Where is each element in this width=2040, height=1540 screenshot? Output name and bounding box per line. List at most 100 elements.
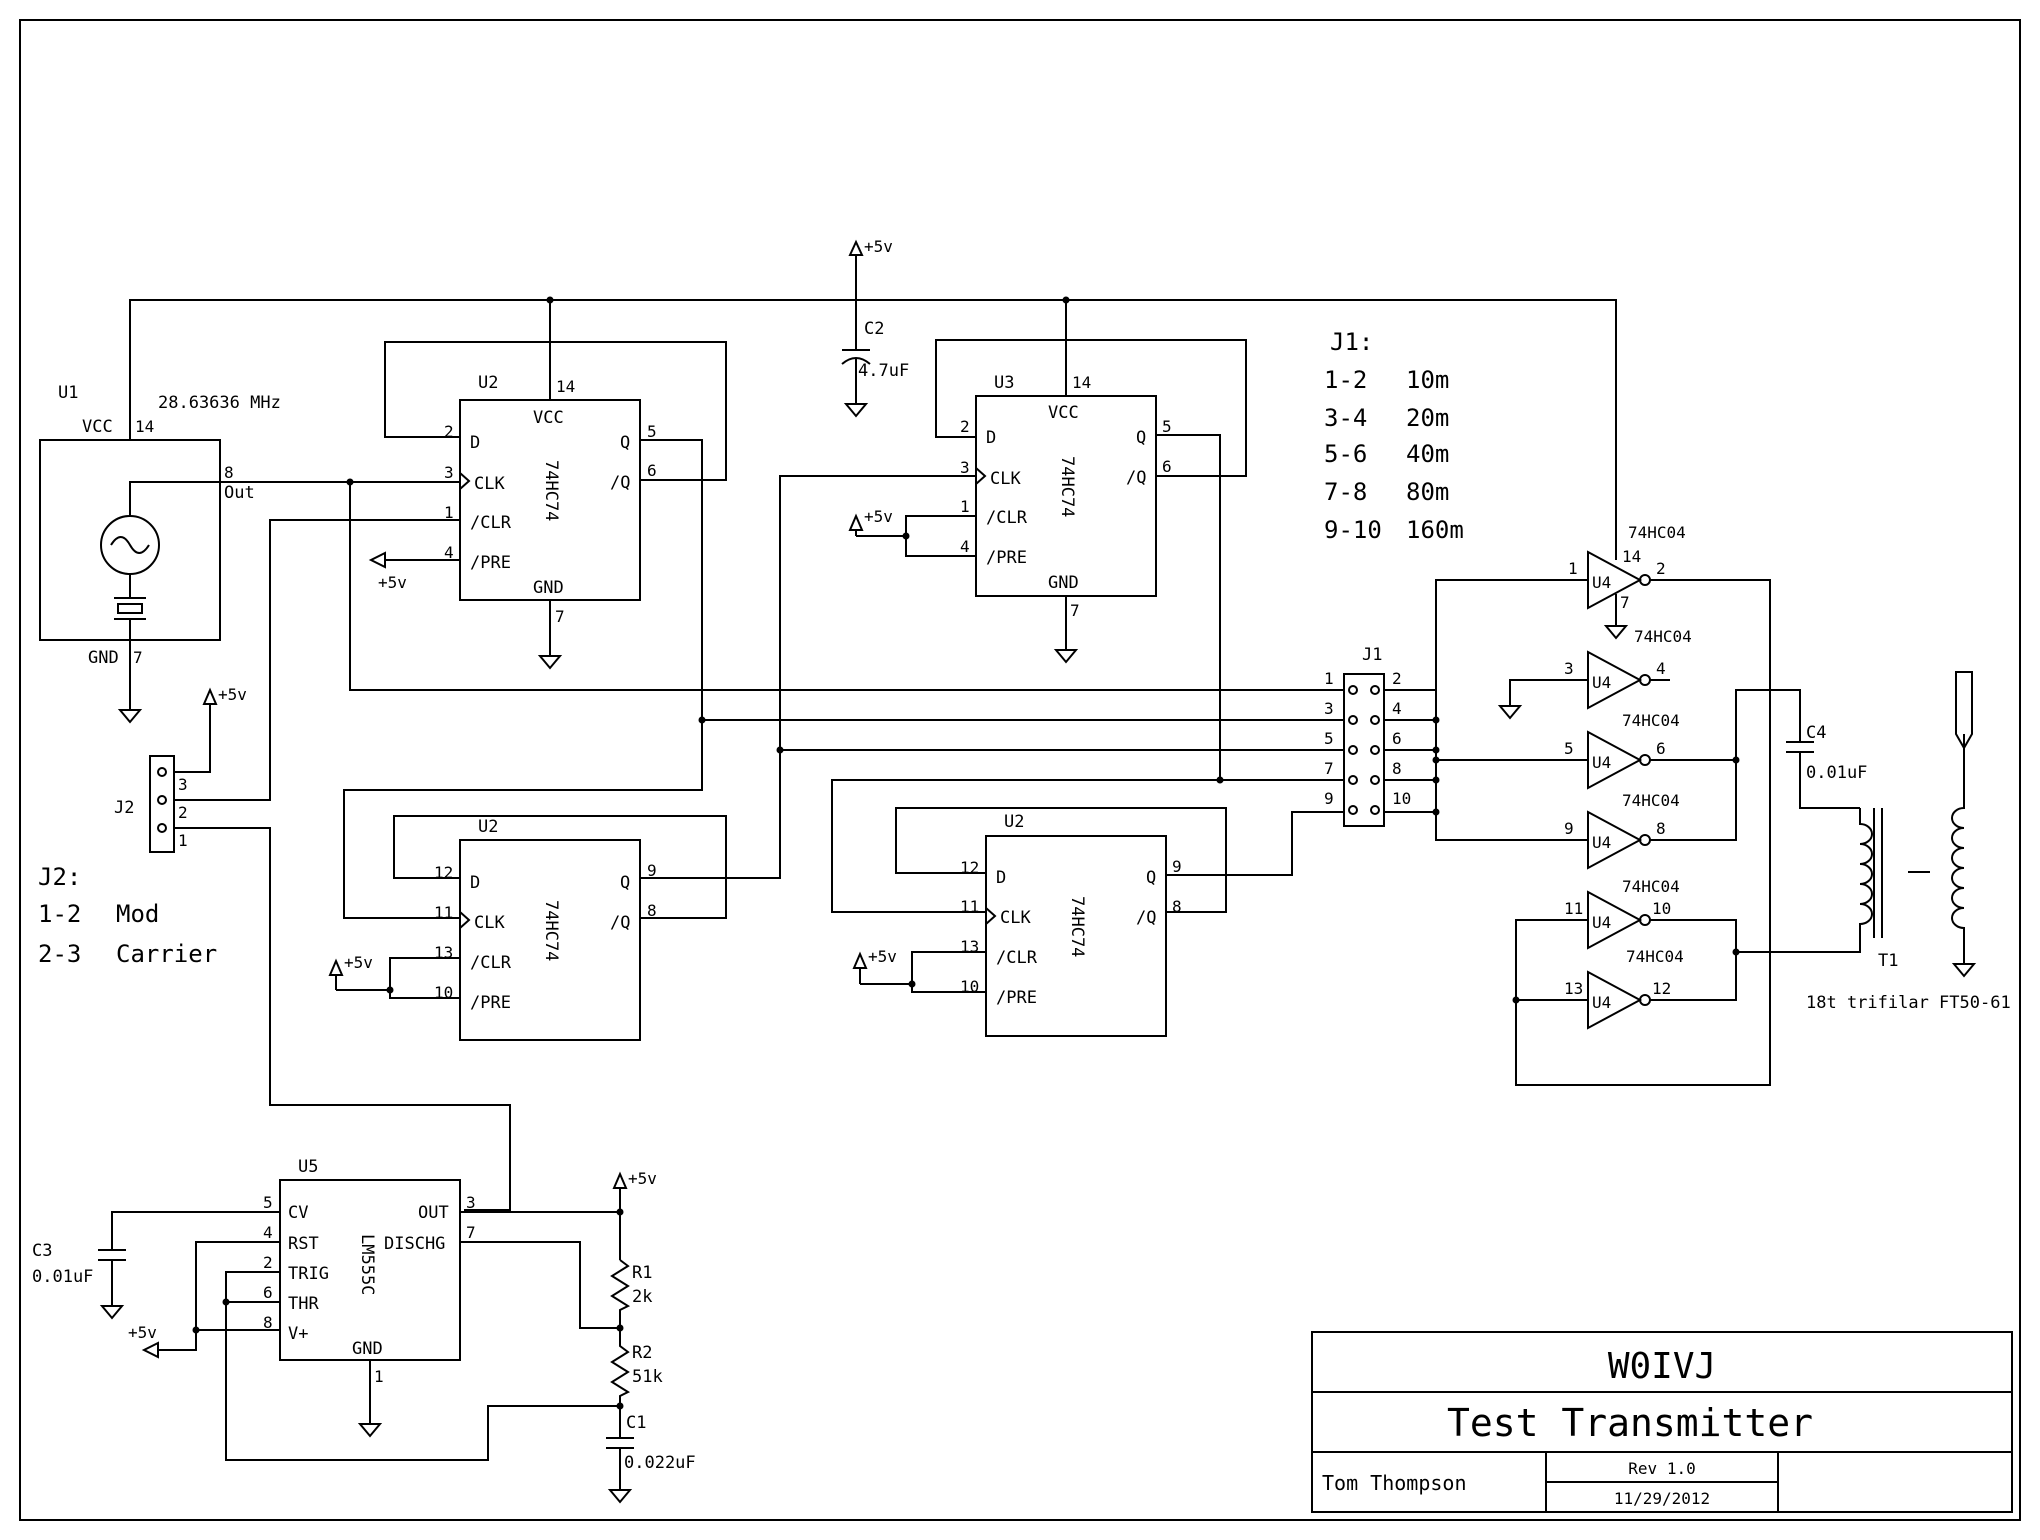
supply-arrow-icon bbox=[202, 687, 218, 705]
pin-number: 12 bbox=[960, 858, 979, 877]
title-callsign: W0IVJ bbox=[1608, 1346, 1716, 1387]
j1-legend-title: J1: bbox=[1330, 328, 1373, 356]
legend-pins: 5-6 bbox=[1324, 440, 1367, 468]
pin-number: 8 bbox=[1656, 819, 1666, 838]
timer-u5: U5 CV RST TRIG THR V+ OUT DISCHG GND LM5… bbox=[32, 1157, 696, 1504]
legend-pins: 1-2 bbox=[1324, 366, 1367, 394]
u1-ref: U1 bbox=[58, 383, 78, 403]
pin-number: 5 bbox=[1162, 417, 1172, 436]
jumper-j1[interactable]: J1 1 3 5 7 9 2 4 6 8 10 bbox=[1324, 645, 1411, 827]
ground-icon bbox=[1497, 705, 1523, 720]
u1-gnd-pin: 7 bbox=[133, 648, 143, 667]
pin-number: 7 bbox=[1070, 601, 1080, 620]
legend-pins: 9-10 bbox=[1324, 516, 1382, 544]
pin-number: 9 bbox=[1564, 819, 1574, 838]
gate-ref: U4 bbox=[1592, 833, 1611, 852]
j2-legend: J2: 1-2 Mod 2-3 Carrier bbox=[38, 863, 217, 968]
title-block: W0IVJ Test Transmitter Tom Thompson Rev … bbox=[1311, 1331, 2013, 1513]
ground-icon bbox=[1603, 625, 1629, 640]
pin-qn: /Q bbox=[610, 473, 630, 493]
legend-pins: 7-8 bbox=[1324, 478, 1367, 506]
t1-description: 18t trifilar FT50-61 bbox=[1806, 993, 2011, 1013]
pin-number: 12 bbox=[434, 863, 453, 882]
supply-arrow-icon bbox=[612, 1171, 628, 1189]
gate-part: 74HC04 bbox=[1622, 791, 1680, 810]
gate-ref: U4 bbox=[1592, 673, 1611, 692]
timer-part: LM555C bbox=[357, 1234, 377, 1295]
pin-number: 13 bbox=[434, 943, 453, 962]
pin-number: 10 bbox=[960, 977, 979, 996]
u1-vcc: VCC bbox=[82, 417, 113, 437]
pin-number: 8 bbox=[1172, 897, 1182, 916]
ff-ref: U3 bbox=[994, 373, 1014, 393]
supply-label: +5v bbox=[344, 953, 373, 972]
gnd-label: GND bbox=[533, 578, 564, 598]
c2-ref: C2 bbox=[864, 319, 884, 339]
pin-number: 7 bbox=[1324, 759, 1334, 778]
ground-icon bbox=[607, 1489, 633, 1504]
ground-icon bbox=[357, 1423, 383, 1438]
t1-ref: T1 bbox=[1878, 951, 1898, 971]
vcc-label: VCC bbox=[533, 408, 564, 428]
pin-clr: /CLR bbox=[996, 948, 1038, 968]
pin-number: 10 bbox=[434, 983, 453, 1002]
pin-number: 3 bbox=[466, 1193, 476, 1212]
inverter-u4a: U4 1 2 14 74HC04 7 bbox=[1435, 523, 1771, 1086]
pin-number: 5 bbox=[1324, 729, 1334, 748]
flip-flop-top-right: U3 14 VCC GND 7 D CLK /CLR /PRE Q /Q 2 3… bbox=[960, 373, 1172, 620]
r1-value: 2k bbox=[632, 1287, 652, 1307]
supply-label: +5v bbox=[128, 1323, 157, 1342]
inverter-u4c: U4 5 6 74HC04 bbox=[1564, 711, 1740, 790]
pin-number: 10 bbox=[1652, 899, 1671, 918]
output-transformer: C4 0.01uF T1 18t trifilar FT50-61 bbox=[1735, 671, 2011, 1013]
pin-number: 1 bbox=[444, 503, 454, 522]
pin-number: 2 bbox=[960, 417, 970, 436]
pin-q: Q bbox=[1136, 428, 1146, 448]
gate-ref: U4 bbox=[1592, 913, 1611, 932]
c4-ref: C4 bbox=[1806, 723, 1826, 743]
legend-band: 20m bbox=[1406, 404, 1449, 432]
c2-value: 4.7uF bbox=[858, 361, 909, 381]
pin-number: 6 bbox=[1656, 739, 1666, 758]
supply-arrow-icon bbox=[852, 951, 868, 969]
j2-ref: J2 bbox=[114, 798, 134, 818]
supply-arrow-icon bbox=[848, 513, 864, 531]
pin-q: Q bbox=[620, 433, 630, 453]
u1-vcc-pin: 14 bbox=[135, 417, 154, 436]
pin-number: 4 bbox=[1656, 659, 1666, 678]
pin-number: 6 bbox=[647, 461, 657, 480]
pin-number: 7 bbox=[555, 607, 565, 626]
gate-ref: U4 bbox=[1592, 993, 1611, 1012]
pin-number: 2 bbox=[1392, 669, 1402, 688]
r2-ref: R2 bbox=[632, 1343, 652, 1363]
r2-value: 51k bbox=[632, 1367, 663, 1387]
pin-qn: /Q bbox=[1136, 908, 1156, 928]
legend-pins: 2-3 bbox=[38, 940, 81, 968]
pin-vplus: V+ bbox=[288, 1324, 308, 1344]
gate-ref: U4 bbox=[1592, 753, 1611, 772]
pin-q: Q bbox=[1146, 868, 1156, 888]
pin-number: 2 bbox=[263, 1253, 273, 1272]
pin-number: 8 bbox=[647, 901, 657, 920]
pin-number: 8 bbox=[1392, 759, 1402, 778]
ff-ref: U2 bbox=[478, 817, 498, 837]
pin-number: 4 bbox=[960, 537, 970, 556]
ff-part-number: 74HC74 bbox=[541, 900, 561, 961]
legend-band: 160m bbox=[1406, 516, 1464, 544]
pin-number: 14 bbox=[1072, 373, 1091, 392]
pin-number: 13 bbox=[1564, 979, 1583, 998]
pin-pre: /PRE bbox=[996, 988, 1037, 1008]
pin-clr: /CLR bbox=[470, 513, 512, 533]
gate-part: 74HC04 bbox=[1622, 877, 1680, 896]
u1-out-label: Out bbox=[224, 483, 255, 503]
flip-flop-bottom-right: U2 D CLK /CLR /PRE Q /Q 12 11 13 10 9 8 … bbox=[960, 812, 1182, 1037]
ground-icon bbox=[843, 403, 869, 418]
pin-number: 7 bbox=[466, 1223, 476, 1242]
jumper-j2[interactable]: J2 3 2 1 +5v bbox=[114, 685, 511, 1211]
pin-d: D bbox=[470, 433, 480, 453]
supply-label: +5v bbox=[628, 1169, 657, 1188]
supply-label: +5v bbox=[864, 237, 893, 256]
pin-clr: /CLR bbox=[470, 953, 512, 973]
supply-label: +5v bbox=[864, 507, 893, 526]
